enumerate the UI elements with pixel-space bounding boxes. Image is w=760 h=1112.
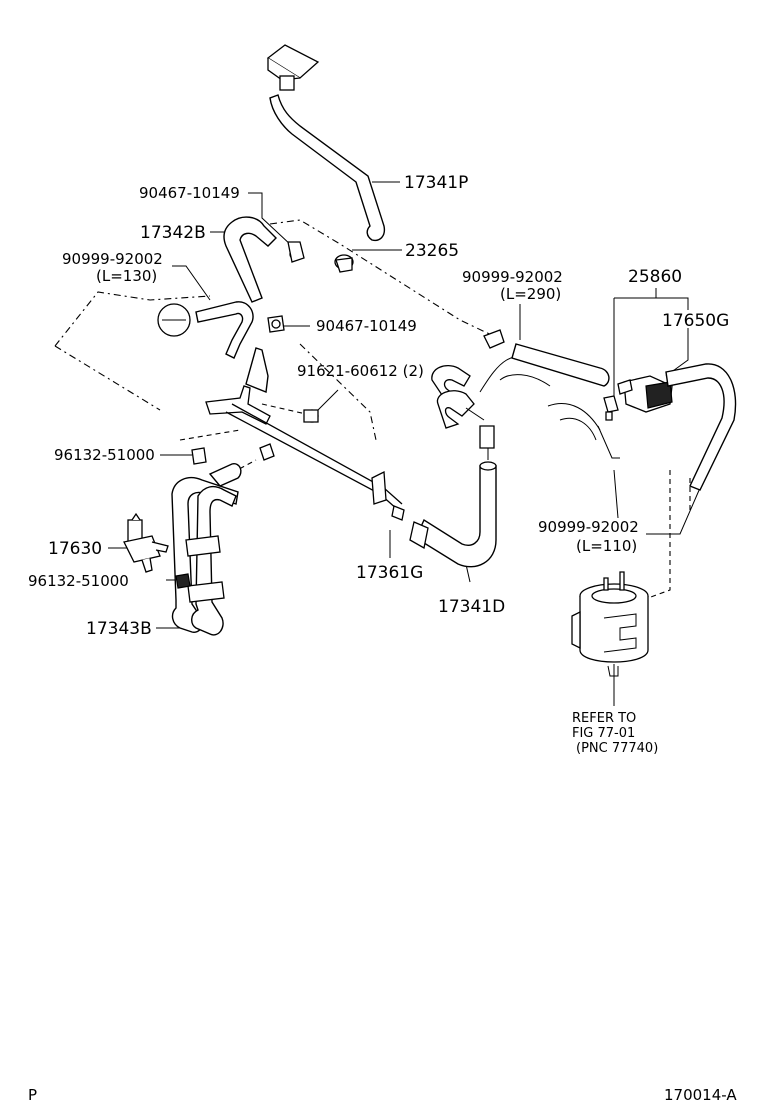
label-90999a-length: (L=130) xyxy=(96,267,157,285)
label-90999b-length: (L=290) xyxy=(500,285,561,303)
labels: 17341P 90467-10149 17342B 23265 90999-92… xyxy=(28,173,737,1104)
hose-17341d xyxy=(409,461,497,568)
hose-17342b xyxy=(223,216,305,303)
throttle-parts xyxy=(431,355,620,460)
label-90999b: 90999-92002 xyxy=(462,268,563,286)
clip-96132a xyxy=(191,447,207,465)
engine-outline xyxy=(54,219,691,599)
hose-l130 xyxy=(157,301,254,359)
bolt-91621 xyxy=(261,403,319,423)
charcoal-canister xyxy=(571,571,649,677)
label-17341p: 17341P xyxy=(404,173,468,193)
vsv-25860 xyxy=(603,375,673,421)
refer-line-2: FIG 77-01 xyxy=(572,726,635,741)
label-90999c: 90999-92002 xyxy=(538,518,639,536)
pipe-17361g xyxy=(205,347,405,521)
label-17342b: 17342B xyxy=(140,223,206,243)
clip-96132b xyxy=(175,573,191,589)
label-25860: 25860 xyxy=(628,267,682,287)
clip-90467b xyxy=(267,315,285,333)
label-17630: 17630 xyxy=(48,539,102,559)
label-17650g: 17650G xyxy=(662,311,729,331)
label-91621: 91621-60612 (2) xyxy=(297,362,424,380)
label-96132b: 96132-51000 xyxy=(28,572,129,590)
label-17361g: 17361G xyxy=(356,563,423,583)
label-90467b: 90467-10149 xyxy=(316,317,417,335)
refer-line-1: REFER TO xyxy=(572,711,636,726)
label-90999c-length: (L=110) xyxy=(576,537,637,555)
label-23265: 23265 xyxy=(405,241,459,261)
label-90999a: 90999-92002 xyxy=(62,250,163,268)
refer-line-3: (PNC 77740) xyxy=(576,741,658,756)
footer-right: 170014-A xyxy=(664,1086,737,1104)
hose-l290 xyxy=(483,329,610,387)
hose-17343b xyxy=(171,463,242,636)
label-17343b: 17343B xyxy=(86,619,152,639)
label-96132a: 96132-51000 xyxy=(54,446,155,464)
vsv-17630 xyxy=(123,512,169,573)
hose-17650g xyxy=(665,363,737,491)
footer-left: P xyxy=(28,1086,37,1104)
fitting-23265 xyxy=(334,254,354,273)
label-90467a: 90467-10149 xyxy=(139,184,240,202)
hose-17341p xyxy=(266,44,386,242)
label-17341d: 17341D xyxy=(438,597,505,617)
